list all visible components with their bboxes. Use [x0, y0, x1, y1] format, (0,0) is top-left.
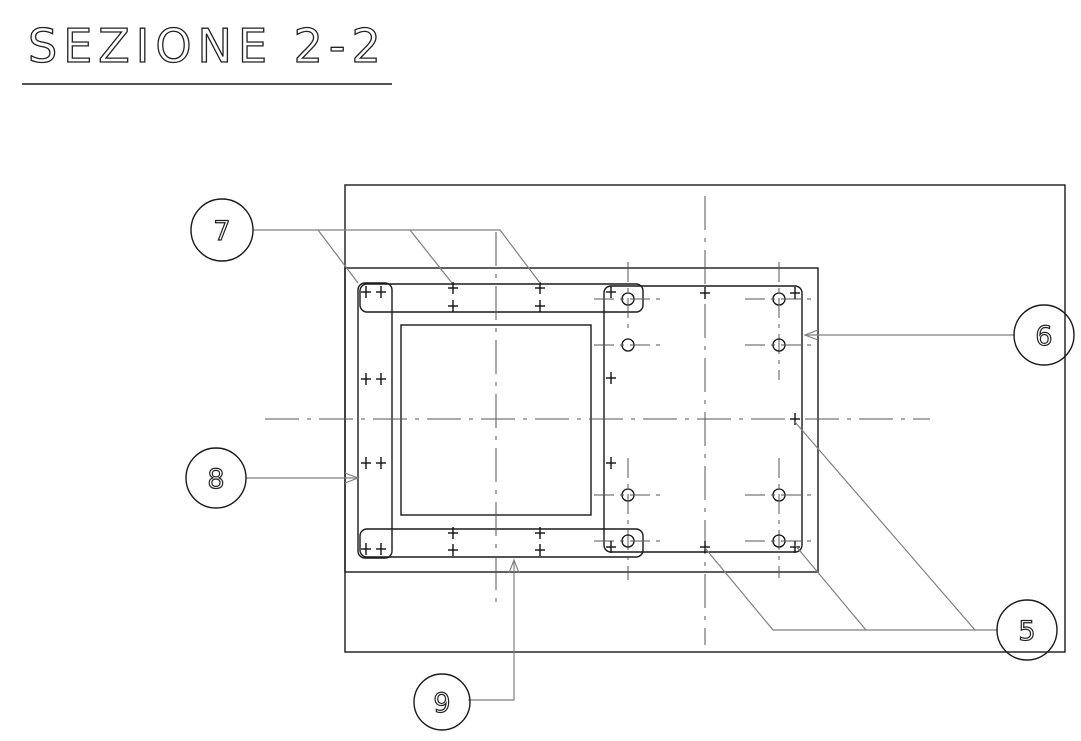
anchor-hole — [745, 262, 813, 380]
callout-circle — [996, 599, 1058, 661]
leader-5c — [704, 547, 866, 631]
stud-mark — [606, 286, 616, 298]
callout-label: 7 — [213, 216, 230, 247]
stud-mark — [361, 373, 371, 385]
callout-circle — [185, 447, 247, 509]
section-title: SEZIONE 2-2 — [28, 19, 387, 73]
leader-7a — [253, 229, 359, 284]
left-flange — [357, 282, 393, 559]
anchor-hole — [745, 338, 813, 352]
callout-9: 9 — [413, 673, 471, 731]
stud-mark — [448, 527, 458, 539]
callout-label: 8 — [207, 464, 224, 495]
callout-circle — [1013, 304, 1075, 366]
stud-mark — [376, 543, 386, 555]
leader-9 — [468, 560, 515, 701]
stud-mark — [535, 300, 545, 312]
anchor-hole — [745, 458, 813, 578]
anchor-hole — [745, 534, 813, 548]
stud-mark — [606, 457, 616, 469]
callout-label: 9 — [433, 688, 450, 719]
callout-circle — [190, 198, 254, 262]
anchor-hole — [594, 338, 662, 352]
stud-mark — [448, 544, 458, 556]
stud-marks — [361, 282, 800, 556]
stud-mark — [535, 527, 545, 539]
callout-8: 8 — [185, 447, 247, 509]
callout-7: 7 — [190, 198, 254, 262]
leader-7c — [410, 229, 541, 284]
stud-mark — [790, 287, 800, 299]
stud-mark — [606, 372, 616, 384]
stud-mark — [376, 286, 386, 298]
arrow-8 — [344, 472, 360, 484]
stud-mark — [790, 413, 800, 425]
callout-6: 6 — [1013, 304, 1075, 366]
anchor-hole — [594, 262, 662, 334]
stud-mark — [790, 541, 800, 553]
callout-label: 5 — [1018, 616, 1035, 647]
stud-mark — [448, 282, 458, 294]
stud-mark — [535, 544, 545, 556]
stud-mark — [361, 457, 371, 469]
anchor-holes — [594, 262, 813, 580]
top-flange — [359, 283, 644, 313]
stud-mark — [376, 373, 386, 385]
stud-mark — [606, 541, 616, 553]
callout-circle — [413, 673, 471, 731]
stud-mark — [361, 286, 371, 298]
callout-5: 5 — [996, 599, 1058, 661]
stud-mark — [700, 541, 710, 553]
leader-5a — [794, 421, 998, 631]
arrow-9 — [508, 558, 520, 574]
leader-5b — [794, 544, 975, 631]
stud-mark — [700, 287, 710, 299]
bottom-flange — [359, 528, 644, 558]
anchor-hole — [594, 534, 662, 548]
callout-label: 6 — [1035, 321, 1052, 352]
base-plate — [344, 267, 819, 573]
stud-mark — [535, 282, 545, 294]
anchor-hole — [594, 458, 662, 580]
stud-mark — [448, 300, 458, 312]
stud-mark — [376, 457, 386, 469]
leader-lines — [246, 229, 1015, 701]
arrow-6 — [803, 329, 819, 341]
stud-mark — [361, 543, 371, 555]
